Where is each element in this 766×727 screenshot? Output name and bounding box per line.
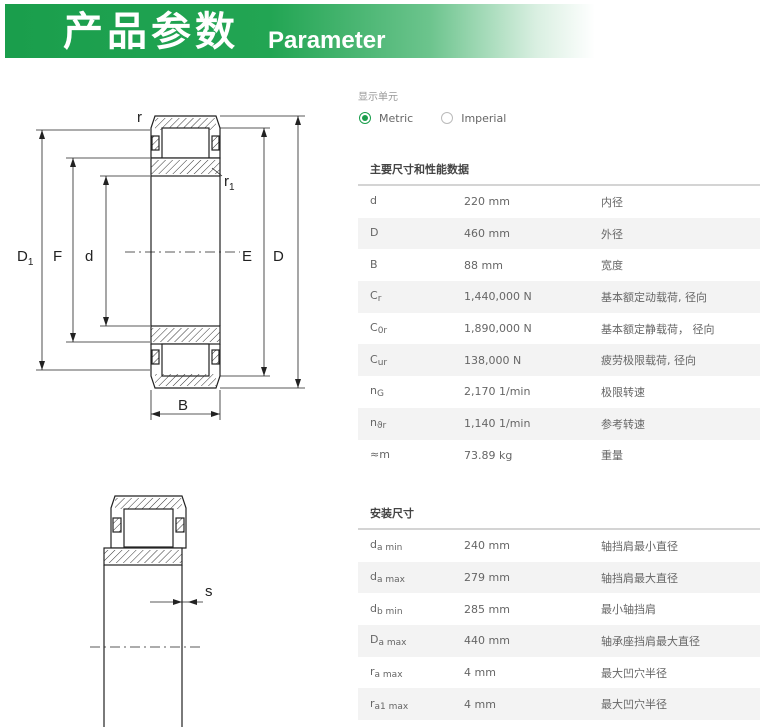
param-symbol: da max — [370, 570, 405, 586]
param-symbol: D — [370, 226, 379, 240]
table-row: ≈m 73.89 kg 重量 — [358, 440, 760, 472]
param-description: 极限转速 — [601, 385, 645, 399]
mount-dims-divider — [358, 528, 760, 530]
table-row: da min 240 mm 轴挡肩最小直径 — [358, 530, 760, 562]
param-description: 宽度 — [601, 259, 623, 273]
param-description: 疲劳极限载荷, 径向 — [601, 354, 696, 368]
param-description: 内径 — [601, 195, 623, 209]
param-value: 73.89 kg — [464, 448, 513, 462]
main-dims-title: 主要尺寸和性能数据 — [370, 163, 469, 176]
table-row: nG 2,170 1/min 极限转速 — [358, 376, 760, 408]
param-value: 4 mm — [464, 666, 496, 680]
param-description: 基本额定动载荷, 径向 — [601, 290, 707, 304]
param-symbol: ra1 max — [370, 696, 409, 712]
banner-title-en: Parameter — [268, 27, 386, 54]
label-F: F — [53, 248, 62, 265]
param-value: 460 mm — [464, 227, 510, 241]
param-symbol: d — [370, 194, 377, 208]
table-row: ra1 max 4 mm 最大凹穴半径 — [358, 688, 760, 721]
label-D1: D1 — [17, 248, 34, 268]
table-row: Cr 1,440,000 N 基本额定动载荷, 径向 — [358, 281, 760, 313]
table-row: nϑr 1,140 1/min 参考转速 — [358, 407, 760, 440]
label-s: s — [205, 583, 213, 600]
param-symbol: nG — [370, 384, 384, 400]
param-symbol: ra max — [370, 665, 403, 681]
param-symbol: db min — [370, 601, 403, 617]
radio-metric-label[interactable]: Metric — [379, 111, 414, 125]
units-label: 显示单元 — [358, 92, 398, 103]
param-description: 轴挡肩最小直径 — [601, 539, 678, 553]
param-description: 轴承座挡肩最大直径 — [601, 634, 700, 648]
param-description: 重量 — [601, 449, 623, 463]
table-row: C0r 1,890,000 N 基本额定静载荷， 径向 — [358, 313, 760, 345]
param-value: 2,170 1/min — [464, 385, 531, 399]
mount-dims-title: 安装尺寸 — [370, 507, 414, 520]
table-row: ra max 4 mm 最大凹穴半径 — [358, 657, 760, 689]
param-symbol: nϑr — [370, 416, 387, 432]
table-row: B 88 mm 宽度 — [358, 249, 760, 281]
param-description: 外径 — [601, 227, 623, 241]
mounting-drawing: s — [90, 495, 213, 727]
param-symbol: da min — [370, 538, 403, 554]
header-banner: 产品参数 Parameter — [5, 4, 595, 58]
param-value: 1,140 1/min — [464, 417, 531, 431]
param-symbol: ≈m — [370, 447, 390, 461]
param-symbol: C0r — [370, 321, 388, 337]
label-r1: r1 — [224, 173, 235, 193]
table-row: da max 279 mm 轴挡肩最大直径 — [358, 561, 760, 594]
table-row: Da max 440 mm 轴承座挡肩最大直径 — [358, 625, 760, 657]
label-B: B — [178, 397, 188, 414]
param-value: 1,890,000 N — [464, 322, 532, 336]
param-value: 4 mm — [464, 697, 496, 711]
param-description: 基本额定静载荷， 径向 — [601, 322, 715, 336]
label-r: r — [137, 109, 142, 126]
bearing-section-drawing: r r1 D1 F d E D B — [17, 109, 305, 420]
units-radio-group: Metric Imperial — [359, 110, 534, 126]
param-symbol: Cur — [370, 352, 388, 368]
param-value: 240 mm — [464, 539, 510, 553]
param-symbol: B — [370, 257, 378, 271]
param-description: 轴挡肩最大直径 — [601, 571, 678, 585]
table-row: Cur 138,000 N 疲劳极限载荷, 径向 — [358, 344, 760, 377]
radio-metric[interactable] — [359, 112, 371, 124]
main-dims-divider — [358, 184, 760, 186]
radio-imperial-label[interactable]: Imperial — [461, 111, 507, 125]
param-value: 285 mm — [464, 602, 510, 616]
param-value: 279 mm — [464, 571, 510, 585]
main-dims-table: d 220 mm 内径 D 460 mm 外径 B 88 mm 宽度 Cr 1,440,000 N 基… — [358, 186, 760, 471]
param-symbol: Cr — [370, 289, 382, 305]
mount-dims-table: da min 240 mm 轴挡肩最小直径 da max 279 mm 轴挡肩最大直径 db… — [358, 530, 760, 721]
label-E: E — [242, 248, 252, 265]
radio-imperial[interactable] — [441, 112, 454, 124]
table-row: db min 285 mm 最小轴挡肩 — [358, 593, 760, 625]
param-description: 最大凹穴半径 — [601, 698, 667, 712]
param-description: 最小轴挡肩 — [601, 603, 656, 617]
param-symbol: Da max — [370, 633, 407, 649]
param-description: 最大凹穴半径 — [601, 666, 667, 680]
banner-title-cn: 产品参数 — [63, 9, 239, 55]
param-value: 138,000 N — [464, 353, 522, 367]
table-row: D 460 mm 外径 — [358, 217, 760, 250]
param-description: 参考转速 — [601, 417, 645, 431]
label-D: D — [273, 248, 284, 265]
param-value: 88 mm — [464, 258, 503, 272]
param-value: 220 mm — [464, 195, 510, 209]
table-row: d 220 mm 内径 — [358, 186, 760, 218]
param-value: 1,440,000 N — [464, 290, 532, 304]
param-value: 440 mm — [464, 634, 510, 648]
label-d: d — [85, 248, 93, 265]
